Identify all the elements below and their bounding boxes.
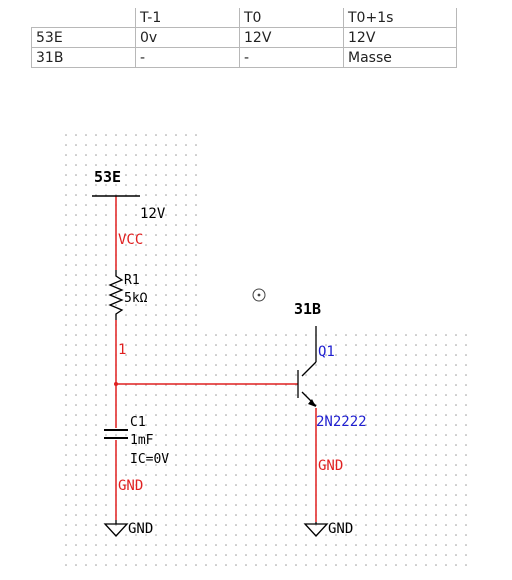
transistor-q1 [297, 326, 317, 407]
transistor-emitter-arrow [308, 399, 316, 407]
gnd-net-label-left: GND [118, 478, 143, 494]
table-cell: 0v [135, 27, 240, 48]
table-cell: Masse [343, 47, 457, 68]
vcc-value: 12V [140, 206, 166, 222]
table-header-cell: T0+1s [343, 8, 457, 28]
table-row: 53E 0v 12V 12V [31, 27, 457, 48]
r1-name: R1 [124, 273, 140, 288]
c1-name: C1 [130, 415, 146, 430]
table-header-row: T-1 T0 T0+1s [31, 8, 457, 28]
cursor-marker-icon [252, 288, 266, 302]
ground-symbol-left [103, 520, 129, 537]
table-cell: - [239, 47, 344, 68]
net-label-31b: 31B [294, 300, 321, 318]
table-cell: 31B [31, 47, 136, 68]
signal-table: T-1 T0 T0+1s 53E 0v 12V 12V 31B - - Mass… [31, 8, 457, 68]
gnd-symbol-label-left: GND [128, 521, 153, 537]
q1-name: Q1 [318, 344, 335, 360]
gnd-net-label-right: GND [318, 458, 343, 474]
gnd-symbol-label-right: GND [328, 521, 353, 537]
r1-value: 5kΩ [124, 291, 148, 306]
q1-model: 2N2222 [316, 414, 367, 430]
table-row: 31B - - Masse [31, 47, 457, 68]
schematic-grid [65, 134, 467, 566]
resistor-r1 [108, 270, 124, 320]
net-label-53e: 53E [94, 168, 121, 186]
node-label-1: 1 [118, 342, 126, 358]
wires [115, 196, 317, 522]
ground-symbol-right [303, 522, 329, 537]
c1-value: 1mF [130, 433, 154, 448]
junction-dot [114, 382, 118, 386]
table-header-cell: T-1 [135, 8, 240, 28]
vcc-net-label: VCC [118, 232, 143, 248]
c1-initial-condition: IC=0V [130, 452, 169, 467]
